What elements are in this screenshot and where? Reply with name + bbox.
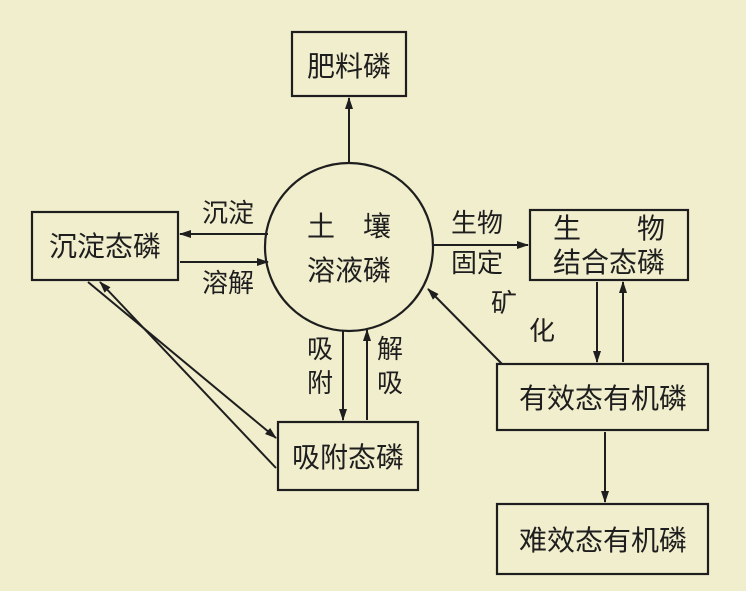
box-available-organic-phosphorus bbox=[495, 362, 710, 432]
circle-soil-solution-phosphorus bbox=[263, 161, 435, 333]
label-unavailable-organic-phosphorus: 难效态有机磷 bbox=[519, 524, 687, 557]
edge-label-desorption-char1: 解 bbox=[377, 335, 403, 365]
label-precipitated-phosphorus: 沉淀态磷 bbox=[49, 230, 161, 263]
label-biological-bound-line2: 结合态磷 bbox=[553, 246, 665, 279]
edge-label-precipitation: 沉淀 bbox=[202, 199, 254, 229]
label-available-organic-phosphorus: 有效态有机磷 bbox=[519, 382, 687, 415]
label-adsorbed-phosphorus: 吸附态磷 bbox=[292, 441, 404, 474]
edge-label-desorption-char2: 吸 bbox=[377, 369, 403, 399]
box-precipitated-phosphorus bbox=[30, 210, 180, 282]
edge-label-biological-fixation-line2: 固定 bbox=[451, 249, 503, 279]
edge-label-mineralization-char2: 化 bbox=[529, 317, 555, 347]
box-adsorbed-phosphorus bbox=[276, 420, 420, 492]
label-soil-solution-line2: 溶液磷 bbox=[307, 254, 391, 287]
box-biological-bound-phosphorus bbox=[528, 208, 690, 282]
arrow-mineralization bbox=[427, 288, 503, 365]
arrow-precipitated-to-adsorbed bbox=[87, 281, 277, 439]
label-fertilizer-phosphorus: 肥料磷 bbox=[307, 50, 391, 83]
box-unavailable-organic-phosphorus bbox=[495, 502, 710, 576]
edge-label-biological-fixation-line1: 生物 bbox=[451, 209, 503, 239]
edge-label-adsorption-char1: 吸 bbox=[307, 335, 333, 365]
edge-label-mineralization-char1: 矿 bbox=[491, 289, 517, 319]
label-soil-solution-line1: 土 壤 bbox=[307, 210, 391, 243]
box-fertilizer-phosphorus bbox=[290, 30, 408, 98]
label-biological-bound-line1: 生 物 bbox=[553, 212, 665, 245]
edge-label-adsorption-char2: 附 bbox=[307, 369, 333, 399]
edge-label-dissolution: 溶解 bbox=[202, 269, 254, 299]
arrow-adsorbed-to-precipitated bbox=[99, 281, 277, 469]
